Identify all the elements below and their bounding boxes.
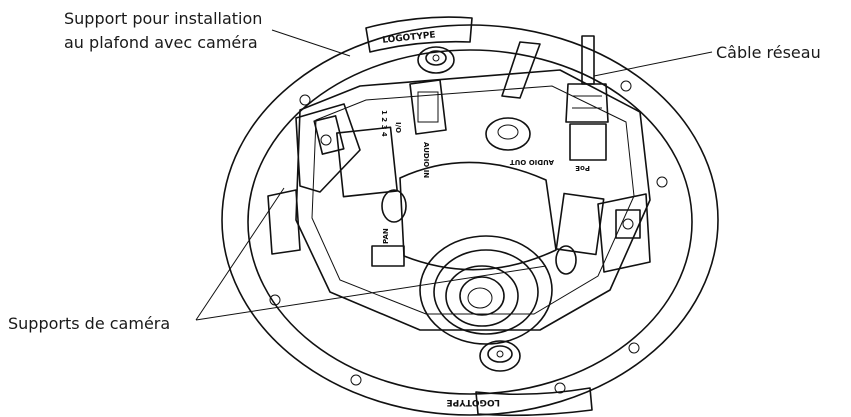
logotype-tab-bottom: LOGOTYPE xyxy=(446,387,593,417)
leader-network-cable xyxy=(593,51,713,77)
leader-support-right xyxy=(195,265,547,321)
io-mark: I/O xyxy=(394,122,402,133)
cable-conduit xyxy=(501,41,541,99)
camera-lens xyxy=(419,235,553,345)
camera-supports-label: Supports de caméra xyxy=(8,314,171,333)
thumbscrew-left xyxy=(381,189,407,223)
leader-support-left xyxy=(195,187,285,321)
mount-screw-bottom xyxy=(479,340,521,372)
pan-mark: PAN xyxy=(382,228,390,244)
mounting-ring xyxy=(221,24,719,416)
thumbscrew-right xyxy=(555,245,577,275)
io-pins-mark: 1 2 3 4 xyxy=(380,110,388,137)
pan-connector xyxy=(371,245,405,267)
logotype-mark-bottom: LOGOTYPE xyxy=(446,397,500,407)
focus-gear xyxy=(485,117,531,151)
camera-module: PAN xyxy=(371,161,577,275)
audio-out-mark: AUDIO OUT xyxy=(510,158,554,166)
audio-in-mark: AUDIO IN xyxy=(422,142,430,178)
ceiling-mount-label-line2: au plafond avec caméra xyxy=(64,33,258,52)
network-cable-label: Câble réseau xyxy=(716,43,821,62)
mount-screw-top xyxy=(417,46,455,74)
poe-mark: PoE xyxy=(575,164,590,172)
label-pad-right xyxy=(555,192,605,256)
io-connector: I/O 1 2 3 4 xyxy=(380,79,447,137)
ceiling-mount-label-line1: Support pour installation xyxy=(64,9,263,28)
label-pad-left xyxy=(336,126,398,198)
housing-base xyxy=(295,69,651,331)
leader-ceiling-mount xyxy=(271,29,351,57)
logotype-tab-top: LOGOTYPE xyxy=(365,16,473,53)
network-cable xyxy=(565,35,609,161)
camera-support-right xyxy=(597,193,651,273)
